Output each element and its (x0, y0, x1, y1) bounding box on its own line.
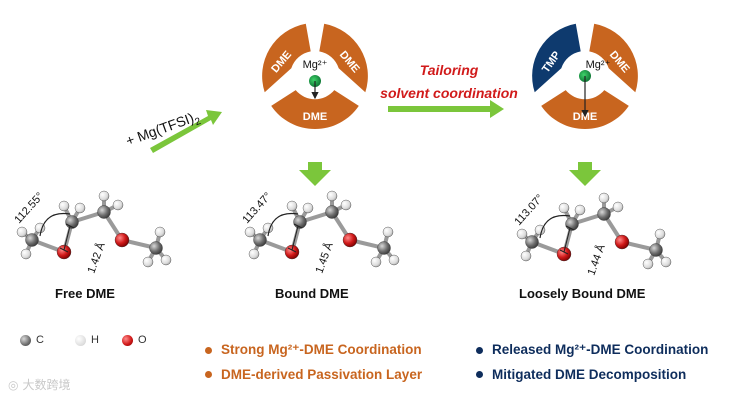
bond-length-tick (293, 223, 303, 229)
watermark-logo-icon: ◎ (8, 377, 19, 392)
bullet-passivation-layer: DME-derived Passivation Layer (205, 367, 422, 382)
legend-hydrogen: H (75, 334, 99, 346)
oxygen-atom (614, 234, 630, 250)
molecule-bound-dme: 113.47° 1.45 Å (240, 190, 400, 275)
hydrogen-atom (598, 192, 610, 204)
angle-label: 113.07° (512, 192, 546, 228)
hydrogen-atom (370, 256, 382, 268)
ring1-segment-right (319, 23, 368, 93)
hydrogen-atom (612, 201, 624, 213)
ring1-segment-bottom (271, 90, 359, 130)
hydrogen-atom (142, 256, 154, 268)
bond-length-marker (291, 225, 299, 251)
svg-text:DME: DME (303, 111, 327, 123)
carbon-atom (649, 243, 663, 257)
bullet-dot (205, 371, 212, 378)
bullet-released-coordination: Released Mg²⁺-DME Coordination (476, 342, 708, 358)
molecule-label-free: Free DME (55, 286, 115, 301)
hydrogen-atom (112, 199, 124, 211)
svg-text:Mg²⁺: Mg²⁺ (303, 59, 328, 71)
bullet-dot (205, 346, 212, 354)
hydrogen-atom (244, 226, 256, 238)
carbon-atom (325, 205, 339, 219)
carbon-atom (597, 207, 611, 221)
bond-length-marker (63, 225, 71, 251)
svg-text:Mg²⁺: Mg²⁺ (586, 59, 611, 71)
molecule-free-dme: 112.55° 1.42 Å (12, 190, 172, 275)
hydrogen-atom (660, 256, 672, 268)
oxygen-atom (114, 232, 130, 248)
carbon-atom (97, 205, 111, 219)
hydrogen-atom (574, 204, 586, 216)
legend-carbon: C (20, 334, 44, 346)
down-arrow-2 (569, 162, 601, 186)
ring2-segment-right (589, 23, 638, 93)
hydrogen-atom (98, 190, 110, 202)
angle-arc (539, 214, 571, 239)
hydrogen-atom (286, 200, 298, 212)
tailoring-label-line1: Tailoring (420, 62, 479, 78)
oxygen-atom (556, 246, 572, 262)
down-arrow-1 (299, 162, 331, 186)
hydrogen-atom (16, 226, 28, 238)
hydrogen-dot (75, 334, 86, 346)
hydrogen-atom (248, 248, 260, 260)
bond-length-tick (287, 247, 297, 253)
hydrogen-atom (558, 202, 570, 214)
bond-length-tick (559, 249, 569, 255)
carbon-atom (149, 241, 163, 255)
oxygen-dot (122, 334, 133, 346)
bond-length-marker (563, 227, 571, 253)
hydrogen-atom (302, 202, 314, 214)
bond-length-tick (565, 225, 575, 231)
ring1-segment-left (262, 23, 311, 93)
hydrogen-atom (654, 228, 666, 240)
hydrogen-atom (520, 250, 532, 262)
carbon-atom (253, 233, 267, 247)
bond-length-tick (65, 223, 75, 229)
oxygen-atom (284, 244, 300, 260)
tailoring-label-line2: solvent coordination (380, 85, 518, 101)
hydrogen-atom (58, 200, 70, 212)
bond-length-label: 1.45 Å (313, 240, 336, 275)
carbon-atom (525, 235, 539, 249)
hydrogen-atom (516, 228, 528, 240)
angle-label: 113.47° (240, 190, 274, 226)
hydrogen-atom (326, 190, 338, 202)
solvation-ring-dme: DME DME DME Mg²⁺ (262, 23, 368, 130)
ring2-segment-tmp (532, 23, 581, 93)
carbon-atom (377, 241, 391, 255)
bullet-strong-coordination: Strong Mg²⁺-DME Coordination (205, 342, 422, 358)
oxygen-atom (342, 232, 358, 248)
carbon-dot (20, 334, 31, 346)
angle-arc (267, 212, 299, 237)
angle-label: 112.55° (12, 190, 46, 226)
bond-length-tick (59, 247, 69, 253)
bond-length-label: 1.42 Å (85, 240, 108, 275)
hydrogen-atom (340, 199, 352, 211)
oxygen-atom (56, 244, 72, 260)
hydrogen-atom (642, 258, 654, 270)
hydrogen-atom (388, 254, 400, 266)
molecule-loosely-bound-dme: 113.07° 1.44 Å (512, 192, 672, 277)
add-salt-arrow (150, 110, 222, 153)
carbon-atom (25, 233, 39, 247)
hydrogen-atom (160, 254, 172, 266)
tailoring-arrow (388, 100, 504, 118)
hydrogen-atom (382, 226, 394, 238)
legend-oxygen: O (122, 334, 147, 346)
bullet-dot (476, 346, 483, 354)
solvation-ring-tmp: TMP DME DME Mg²⁺ (532, 23, 638, 130)
molecule-label-loose: Loosely Bound DME (519, 286, 646, 301)
hydrogen-atom (154, 226, 166, 238)
bullet-mitigated-decomposition: Mitigated DME Decomposition (476, 367, 686, 382)
hydrogen-atom (20, 248, 32, 260)
watermark: ◎ 大数跨境 (8, 377, 71, 393)
hydrogen-atom (74, 202, 86, 214)
bullet-dot (476, 371, 483, 378)
bond-length-label: 1.44 Å (585, 242, 608, 277)
molecule-label-bound: Bound DME (275, 286, 349, 301)
angle-arc (39, 212, 71, 237)
